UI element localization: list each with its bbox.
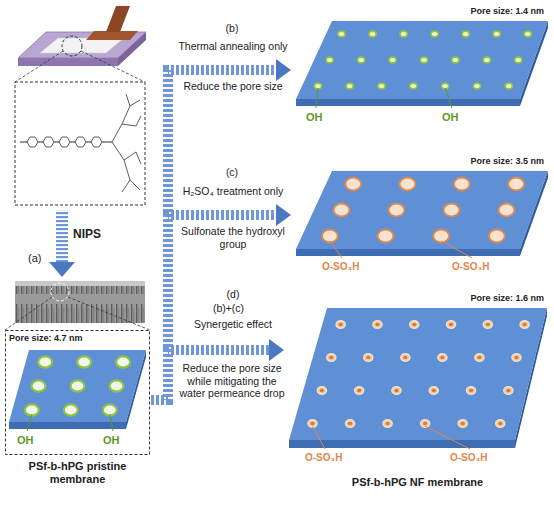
pores — [314, 31, 531, 89]
group-label: OH — [103, 434, 120, 447]
leader-line — [445, 88, 452, 108]
membrane-slab — [296, 171, 548, 256]
sem-cross-section — [5, 281, 150, 330]
pore-size-label: Pore size: 3.5 nm — [470, 156, 544, 167]
pore-size-label: Pore size: 1.4 nm — [470, 6, 544, 17]
group-label: OH — [17, 434, 34, 447]
step-label: (b) — [226, 22, 239, 35]
membrane-slab — [289, 308, 547, 448]
process-note: Synergetic effect — [175, 318, 291, 331]
leader-line — [313, 426, 325, 449]
leader-line — [316, 88, 318, 108]
step-label: (b)+(c) — [213, 302, 244, 315]
process-note: H₂SO₄ treatment only — [175, 185, 291, 198]
membrane-caption: PSf-b-hPG NF membrane — [285, 476, 550, 489]
membrane-node: Pore size: 1.4 nm OH OH — [292, 5, 550, 135]
pores — [25, 356, 130, 415]
pore-size-label: Pore size: 4.7 nm — [9, 333, 83, 344]
membrane-node: Pore size: 3.5 nm O-SO₃H O-SO₃H — [292, 155, 550, 285]
pores — [322, 178, 524, 243]
process-note: Sulfonate the hydroxyl group — [175, 225, 291, 250]
membrane-node: Pore size: 4.7 nm OH OH PSf-b-hPG pristine … — [5, 330, 150, 500]
leader-line — [27, 414, 32, 431]
leader-line — [425, 426, 470, 449]
group-label: OH — [306, 111, 323, 124]
process-note: Thermal annealing only — [175, 40, 291, 53]
nips-arrow — [49, 210, 75, 277]
pores — [308, 321, 529, 427]
step-label: (a) — [28, 252, 54, 265]
casting-setup — [15, 6, 146, 82]
group-label: O-SO₃H — [450, 452, 487, 464]
step-label: (c) — [226, 166, 238, 179]
leader-line — [110, 414, 113, 431]
group-label: O-SO₃H — [452, 261, 489, 273]
membrane-slab — [9, 350, 146, 429]
membrane-caption: PSf-b-hPG pristine membrane — [5, 460, 150, 486]
zoom-frame — [6, 331, 150, 455]
group-label: O-SO₃H — [322, 261, 359, 273]
leader-line — [441, 241, 472, 258]
membrane-slab — [296, 21, 548, 106]
group-label: O-SO₃H — [305, 452, 342, 464]
step-label: NIPS — [73, 227, 133, 241]
polymer-structure — [15, 82, 145, 205]
pore-size-label: Pore size: 1.6 nm — [470, 293, 544, 304]
process-note: Reduce the pore size while mitigating th… — [177, 362, 287, 400]
process-note: (d) — [175, 288, 291, 301]
process-note: Reduce the pore size — [175, 80, 291, 93]
membrane-illustration — [285, 292, 550, 504]
leader-line — [330, 241, 342, 258]
membrane-node: Pore size: 1.6 nm O-SO₃H O-SO₃H PSf-b-hPG N… — [285, 292, 550, 504]
membrane-illustration — [292, 5, 550, 135]
group-label: OH — [442, 111, 459, 124]
